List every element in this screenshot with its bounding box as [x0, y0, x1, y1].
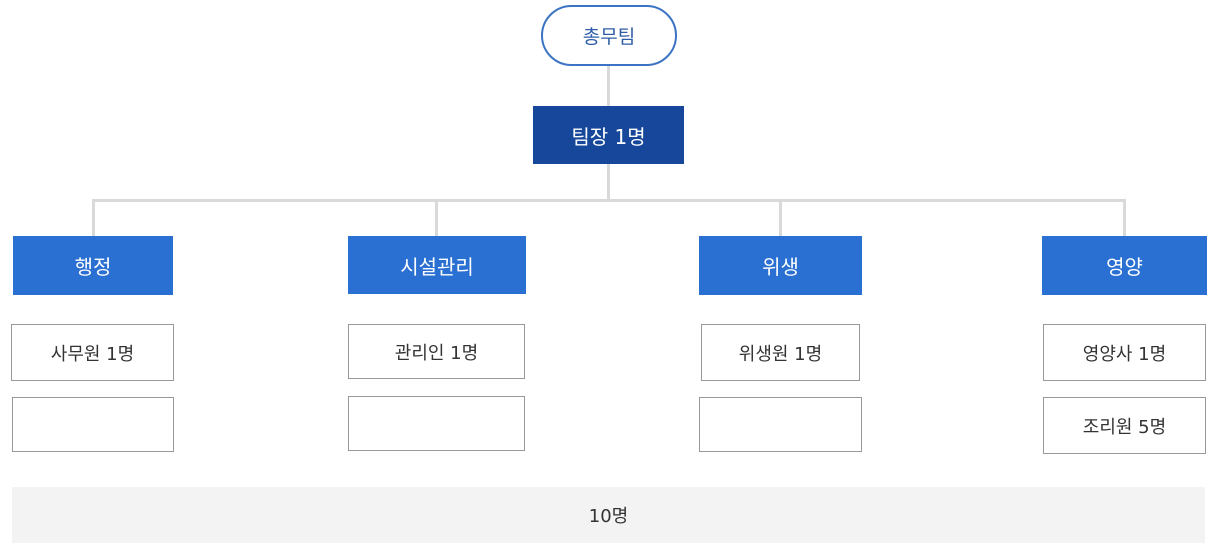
member-label: 위생원 1명 — [738, 343, 823, 365]
dept-admin-label: 행정 — [74, 255, 112, 279]
dept-nutrition-label: 영양 — [1106, 255, 1143, 279]
dept-admin: 행정 — [13, 236, 173, 295]
leader-label: 팀장 1명 — [571, 124, 646, 149]
dept-facility: 시설관리 — [348, 236, 526, 294]
total-bar: 10명 — [12, 487, 1205, 543]
connector-leader-branch — [607, 164, 610, 201]
member-label: 영양사 1명 — [1082, 343, 1167, 365]
member-box-facility-2 — [348, 396, 525, 451]
connector-dept-nutrition — [1123, 199, 1126, 236]
member-box-admin-1: 사무원 1명 — [11, 324, 174, 381]
dept-hygiene: 위생 — [699, 236, 862, 295]
member-box-facility-1: 관리인 1명 — [348, 324, 525, 379]
member-box-hygiene-2 — [699, 397, 862, 452]
member-label: 사무원 1명 — [50, 343, 135, 365]
dept-nutrition: 영양 — [1042, 236, 1207, 295]
connector-dept-hygiene — [779, 199, 782, 236]
total-label: 10명 — [588, 506, 629, 527]
member-label: 조리원 5명 — [1082, 416, 1167, 438]
member-box-hygiene-1: 위생원 1명 — [701, 324, 860, 381]
dept-hygiene-label: 위생 — [762, 255, 799, 279]
connector-horizontal — [92, 199, 1126, 202]
root-label: 총무팀 — [582, 26, 636, 48]
member-box-nutrition-2: 조리원 5명 — [1043, 397, 1206, 454]
leader-node: 팀장 1명 — [533, 106, 684, 164]
member-box-nutrition-1: 영양사 1명 — [1043, 324, 1206, 381]
member-label: 관리인 1명 — [394, 342, 479, 364]
root-node: 총무팀 — [541, 5, 677, 66]
member-box-admin-2 — [12, 397, 174, 452]
connector-dept-facility — [435, 199, 438, 236]
connector-dept-admin — [92, 199, 95, 236]
connector-root-leader — [607, 66, 610, 106]
dept-facility-label: 시설관리 — [400, 254, 474, 279]
